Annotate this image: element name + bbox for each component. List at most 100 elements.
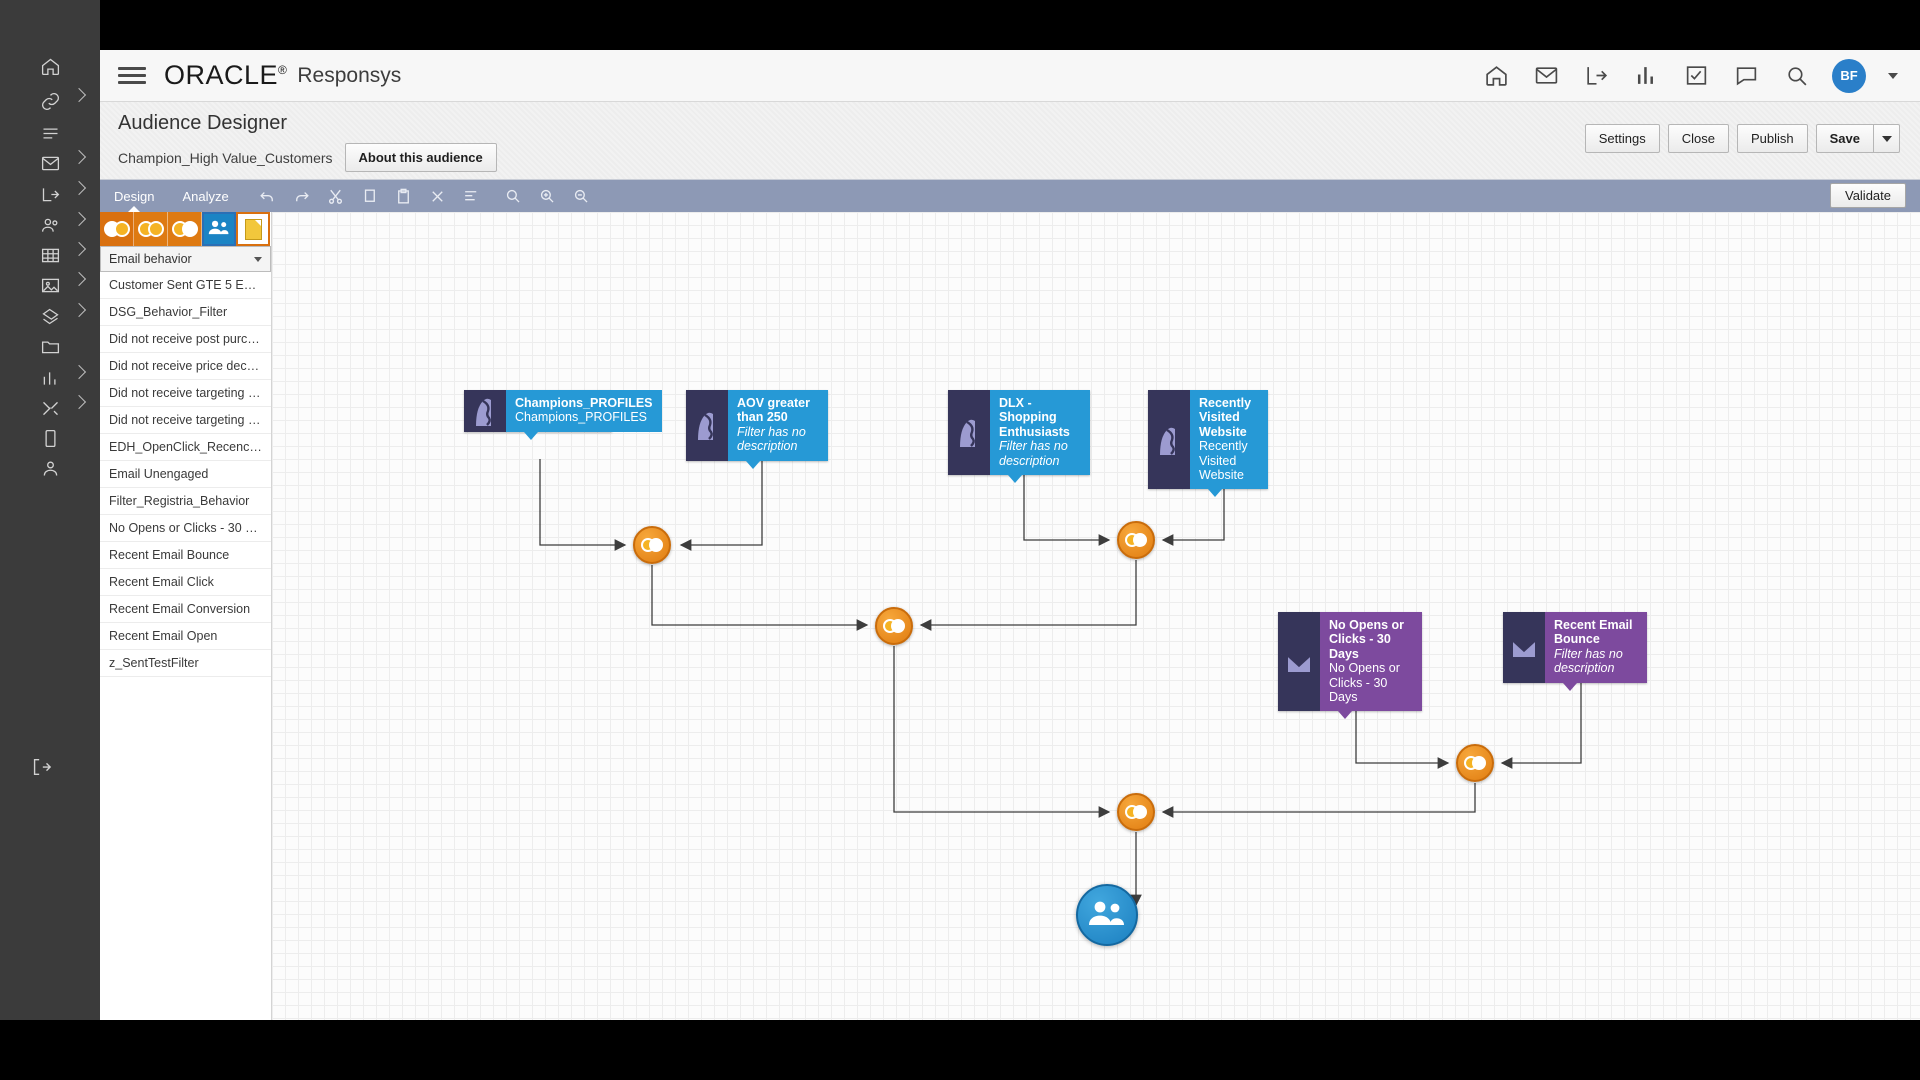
checklist-icon[interactable] bbox=[1682, 62, 1710, 90]
union-operator[interactable] bbox=[1117, 521, 1155, 559]
node-tail bbox=[1208, 489, 1222, 498]
node-description: Filter has no description bbox=[1554, 646, 1623, 676]
node-description: No Opens or Clicks - 30 Days bbox=[1329, 661, 1400, 704]
undo-icon[interactable] bbox=[251, 180, 285, 212]
home-icon[interactable] bbox=[1482, 62, 1510, 90]
copy-icon[interactable] bbox=[353, 180, 387, 212]
palette-category-select[interactable]: Email behavior bbox=[100, 246, 271, 272]
chevron-right-icon[interactable] bbox=[71, 302, 87, 318]
os-bottom-bar bbox=[0, 1020, 1920, 1080]
list-item[interactable]: Did not receive targeting ca... bbox=[100, 407, 271, 434]
list-item[interactable]: Recent Email Bounce bbox=[100, 542, 271, 569]
link-icon[interactable] bbox=[34, 85, 66, 117]
list-item[interactable]: Recent Email Open bbox=[100, 623, 271, 650]
chevron-right-icon[interactable] bbox=[71, 211, 87, 227]
align-icon[interactable] bbox=[455, 180, 489, 212]
delete-icon[interactable] bbox=[421, 180, 455, 212]
audience-output-node[interactable] bbox=[1076, 884, 1138, 946]
design-canvas[interactable]: Champions_PROFILES Champions_PROFILES AO… bbox=[272, 212, 1920, 1020]
union-operator[interactable] bbox=[633, 526, 671, 564]
filter-node[interactable]: Recent Email Bounce Filter has no descri… bbox=[1503, 612, 1647, 691]
list-item[interactable]: Email Unengaged bbox=[100, 461, 271, 488]
about-this-audience-button[interactable]: About this audience bbox=[344, 143, 497, 172]
close-button[interactable]: Close bbox=[1667, 124, 1729, 153]
palette-tab-union[interactable] bbox=[100, 212, 134, 246]
home-icon[interactable] bbox=[34, 50, 66, 82]
zoom-fit-icon[interactable] bbox=[497, 180, 531, 212]
chevron-right-icon[interactable] bbox=[71, 364, 87, 380]
list-item[interactable]: Did not receive targeting ca... bbox=[100, 380, 271, 407]
people-icon[interactable] bbox=[34, 209, 66, 241]
list-item[interactable]: z_SentTestFilter bbox=[100, 650, 271, 677]
list-item[interactable]: Filter_Registria_Behavior bbox=[100, 488, 271, 515]
list-item[interactable]: DSG_Behavior_Filter bbox=[100, 299, 271, 326]
chart-icon[interactable] bbox=[1632, 62, 1660, 90]
user-icon[interactable] bbox=[34, 452, 66, 484]
image-icon[interactable] bbox=[34, 269, 66, 301]
validate-button[interactable]: Validate bbox=[1829, 183, 1906, 208]
list-item[interactable]: Did not receive price decre... bbox=[100, 353, 271, 380]
redo-icon[interactable] bbox=[285, 180, 319, 212]
tag-icon[interactable] bbox=[34, 300, 66, 332]
filter-node[interactable]: DLX - Shopping Enthusiasts Filter has no… bbox=[948, 390, 1090, 483]
envelope-icon bbox=[1503, 612, 1545, 683]
filter-node[interactable]: Champions_PROFILES Champions_PROFILES bbox=[464, 390, 662, 440]
folder-icon[interactable] bbox=[34, 330, 66, 362]
export-icon[interactable] bbox=[1582, 62, 1610, 90]
chevron-right-icon[interactable] bbox=[71, 241, 87, 257]
node-description: Recently Visited Website bbox=[1199, 439, 1248, 482]
mail-icon[interactable] bbox=[1532, 62, 1560, 90]
publish-button[interactable]: Publish bbox=[1736, 124, 1808, 153]
filter-node[interactable]: AOV greater than 250 Filter has no descr… bbox=[686, 390, 828, 469]
palette-tab-intersect[interactable] bbox=[134, 212, 168, 246]
hamburger-menu-icon[interactable] bbox=[118, 63, 146, 88]
mail-icon[interactable] bbox=[34, 147, 66, 179]
zoom-in-icon[interactable] bbox=[531, 180, 565, 212]
mobile-icon[interactable] bbox=[34, 422, 66, 454]
logout-icon[interactable] bbox=[30, 756, 54, 780]
list-item[interactable]: No Opens or Clicks - 30 Days bbox=[100, 515, 271, 542]
union-operator[interactable] bbox=[1117, 793, 1155, 831]
union-operator[interactable] bbox=[1456, 744, 1494, 782]
settings-button[interactable]: Settings bbox=[1584, 124, 1660, 153]
chevron-right-icon[interactable] bbox=[71, 394, 87, 410]
chevron-right-icon[interactable] bbox=[71, 180, 87, 196]
tools-icon[interactable] bbox=[34, 392, 66, 424]
tasks-icon[interactable] bbox=[34, 117, 66, 149]
table-icon[interactable] bbox=[34, 239, 66, 271]
zoom-out-icon[interactable] bbox=[565, 180, 599, 212]
filter-node[interactable]: No Opens or Clicks - 30 Days No Opens or… bbox=[1278, 612, 1422, 720]
chat-icon[interactable] bbox=[1732, 62, 1760, 90]
tab-analyze[interactable]: Analyze bbox=[182, 188, 229, 204]
palette-item-list: Customer Sent GTE 5 Ema... DSG_Behavior_… bbox=[100, 272, 271, 677]
chevron-right-icon[interactable] bbox=[71, 149, 87, 165]
venn-exclude-icon bbox=[171, 221, 198, 237]
chevron-right-icon[interactable] bbox=[71, 87, 87, 103]
product-name: Responsys bbox=[297, 63, 402, 87]
chevron-down-icon[interactable] bbox=[1874, 124, 1900, 153]
list-item[interactable]: Did not receive post purcha... bbox=[100, 326, 271, 353]
palette-tab-exclude[interactable] bbox=[168, 212, 202, 246]
chevron-right-icon[interactable] bbox=[71, 271, 87, 287]
profile-icon bbox=[1148, 390, 1190, 490]
chart-icon[interactable] bbox=[34, 362, 66, 394]
filter-node[interactable]: Recently Visited Website Recently Visite… bbox=[1148, 390, 1268, 498]
global-header: ORACLE® Responsys BF bbox=[100, 50, 1920, 102]
avatar[interactable]: BF bbox=[1832, 58, 1866, 93]
application-window: ORACLE® Responsys BF Audience Designer C… bbox=[100, 50, 1920, 1020]
save-button[interactable]: Save bbox=[1815, 124, 1874, 153]
search-icon[interactable] bbox=[1782, 62, 1810, 90]
list-item[interactable]: EDH_OpenClick_Recency... bbox=[100, 434, 271, 461]
chevron-down-icon[interactable] bbox=[1888, 72, 1898, 79]
union-operator[interactable] bbox=[875, 607, 913, 645]
list-item[interactable]: Recent Email Click bbox=[100, 569, 271, 596]
list-item[interactable]: Recent Email Conversion bbox=[100, 596, 271, 623]
palette-tab-audience[interactable] bbox=[202, 212, 236, 246]
export-icon[interactable] bbox=[34, 178, 66, 210]
list-item[interactable]: Customer Sent GTE 5 Ema... bbox=[100, 272, 271, 299]
node-tail bbox=[1338, 711, 1352, 720]
palette-tab-document[interactable] bbox=[236, 212, 270, 246]
tab-design[interactable]: Design bbox=[100, 180, 168, 212]
paste-icon[interactable] bbox=[387, 180, 421, 212]
cut-icon[interactable] bbox=[319, 180, 353, 212]
